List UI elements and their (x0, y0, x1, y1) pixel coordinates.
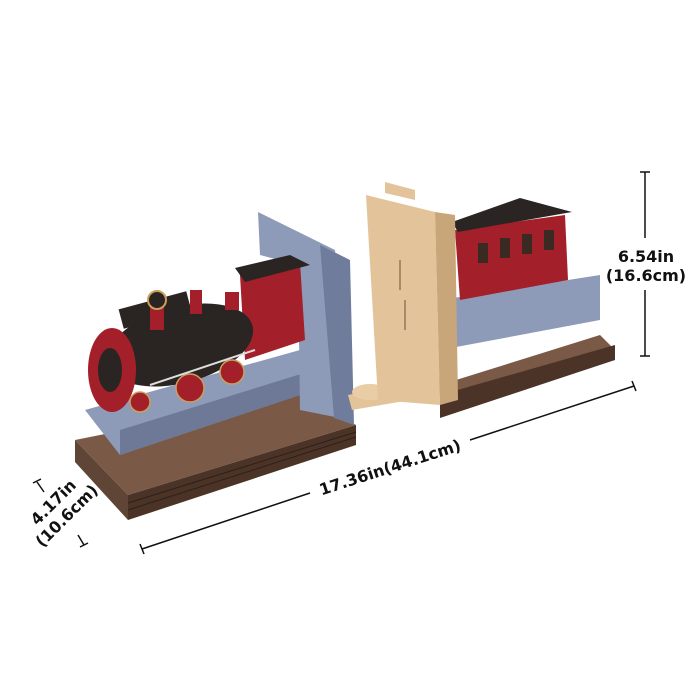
height-inches: 6.54in (617, 247, 675, 266)
height-dimension-label: 6.54in (16.6cm) (605, 247, 687, 285)
dimension-lines (32, 171, 650, 555)
height-cm: (16.6cm) (605, 266, 687, 285)
left-bookend (75, 212, 357, 520)
right-bookend (366, 182, 615, 418)
length-line-left (141, 492, 311, 550)
length-line-right (469, 385, 635, 441)
